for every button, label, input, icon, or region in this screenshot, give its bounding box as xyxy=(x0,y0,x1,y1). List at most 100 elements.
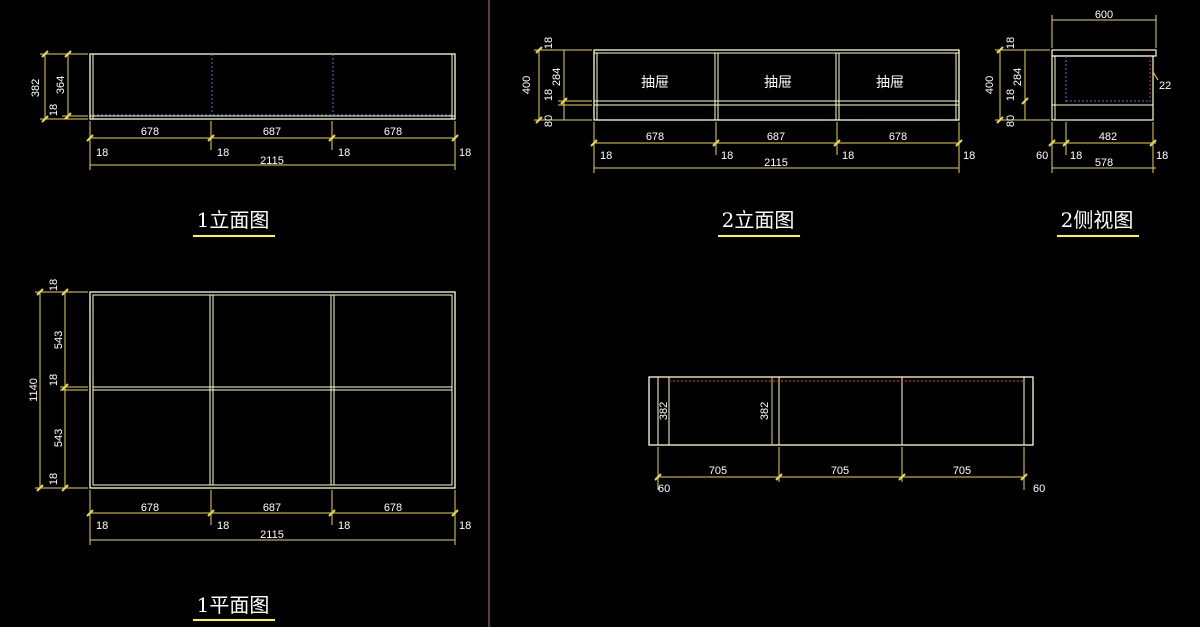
elevation-2-title: 2立面图 xyxy=(722,208,795,232)
elevation-2-height-top: 18 xyxy=(543,37,555,49)
dim-tick xyxy=(560,97,568,105)
dim-tick-group xyxy=(36,46,1157,517)
base-width: 705 xyxy=(709,465,727,477)
base-height-inner: 382 xyxy=(759,402,771,420)
leader-line xyxy=(1152,71,1159,81)
side-total: 578 xyxy=(1095,157,1113,169)
side-top-width: 600 xyxy=(1095,9,1113,21)
elevation-2-width: 687 xyxy=(767,131,785,143)
dim-tick xyxy=(328,509,336,517)
side-height-drawer: 284 xyxy=(1012,68,1024,86)
elevation-1-panel: 18 xyxy=(217,147,229,159)
plan-panel: 18 xyxy=(338,520,350,532)
plan-height-bottom: 18 xyxy=(48,473,60,485)
drawer-label: 抽屉 xyxy=(641,75,669,91)
side-height-mid: 18 xyxy=(1005,89,1017,101)
dim-tick xyxy=(654,473,662,481)
base-width: 705 xyxy=(831,465,849,477)
dim-tick xyxy=(996,46,1004,54)
dim-tick xyxy=(955,139,963,147)
dim-tick xyxy=(775,473,783,481)
elevation-1-height-base: 18 xyxy=(48,104,60,116)
base-setback: 60 xyxy=(1033,483,1045,495)
base-height-left: 382 xyxy=(658,402,670,420)
elevation-1-width: 678 xyxy=(384,126,402,138)
dim-tick xyxy=(1149,139,1157,147)
side-top-panel xyxy=(1051,49,1157,57)
dim-tick xyxy=(86,134,94,142)
dim-tick xyxy=(1062,139,1070,147)
elevation-1-height-total: 382 xyxy=(30,79,42,97)
plan-1-drawing: 1140 18 543 18 543 18 678 687 678 18 18 … xyxy=(28,279,471,621)
plan-width: 678 xyxy=(141,502,159,514)
elevation-1-total: 2115 xyxy=(260,155,284,167)
elevation-2-panel: 18 xyxy=(842,150,854,162)
dim-tick xyxy=(41,50,49,58)
base-outline xyxy=(648,376,1034,446)
plan-height-upper: 543 xyxy=(53,331,65,349)
plan-total: 2115 xyxy=(260,529,284,541)
elevation-1-drawing: 382 364 18 678 687 678 18 18 18 18 2115 … xyxy=(30,53,471,237)
plan-height-total: 1140 xyxy=(28,378,40,402)
dim-tick xyxy=(451,134,459,142)
elevation-2-width: 678 xyxy=(646,131,664,143)
elevation-2-width: 678 xyxy=(889,131,907,143)
elevation-2-drawing: 抽屉 抽屉 抽屉 400 18 284 18 80 678 687 678 18… xyxy=(521,37,975,237)
dim-tick xyxy=(1048,139,1056,147)
dim-tick xyxy=(207,509,215,517)
elevation-1-title: 1立面图 xyxy=(197,208,270,232)
elevation-2-outline xyxy=(593,49,960,121)
dim-tick xyxy=(36,288,44,296)
dim-tick xyxy=(996,116,1004,124)
dim-tick xyxy=(61,484,69,492)
plan-width: 687 xyxy=(263,502,281,514)
dim-tick xyxy=(64,50,72,58)
plan-panel: 18 xyxy=(459,520,471,532)
plan-height-top: 18 xyxy=(48,279,60,291)
dim-tick xyxy=(535,46,543,54)
elevation-1-panel: 18 xyxy=(96,147,108,159)
elevation-2-panel: 18 xyxy=(721,150,733,162)
elevation-2-panel: 18 xyxy=(963,150,975,162)
dim-tick xyxy=(207,134,215,142)
base-setback: 60 xyxy=(658,483,670,495)
dim-tick xyxy=(1021,97,1029,105)
dim-tick xyxy=(61,288,69,296)
elevation-1-height-main: 364 xyxy=(55,76,67,94)
dim-tick xyxy=(451,509,459,517)
elevation-1-width: 687 xyxy=(263,126,281,138)
elevation-1-outline xyxy=(89,53,456,120)
plan-height-lower: 543 xyxy=(53,429,65,447)
elevation-2-total: 2115 xyxy=(764,157,788,169)
plan-outline xyxy=(89,291,456,489)
base-plan-drawing: 382 382 705 705 705 60 60 xyxy=(648,376,1045,495)
plan-panel: 18 xyxy=(96,520,108,532)
dim-tick xyxy=(712,139,720,147)
side-height-base: 80 xyxy=(1005,115,1017,127)
dim-tick xyxy=(590,139,598,147)
drawer-label: 抽屉 xyxy=(764,75,792,91)
dim-tick xyxy=(1020,473,1028,481)
dim-tick xyxy=(86,509,94,517)
elevation-2-height-drawer: 284 xyxy=(551,68,563,86)
side-panel: 18 xyxy=(1070,150,1082,162)
side-view-title: 2侧视图 xyxy=(1061,208,1134,232)
elevation-2-height-base: 80 xyxy=(543,115,555,127)
dim-tick xyxy=(61,383,69,391)
plan-width: 678 xyxy=(384,502,402,514)
dim-tick xyxy=(833,139,841,147)
elevation-2-height-mid: 18 xyxy=(543,89,555,101)
elevation-1-panel: 18 xyxy=(338,147,350,159)
side-view-drawing: 600 400 18 284 18 80 22 482 60 18 18 578… xyxy=(984,9,1171,237)
dim-tick xyxy=(41,115,49,123)
side-panel: 18 xyxy=(1156,150,1168,162)
side-inner-width: 482 xyxy=(1099,131,1117,143)
side-height-total: 400 xyxy=(984,76,996,94)
side-setback: 60 xyxy=(1036,150,1048,162)
drawer-label: 抽屉 xyxy=(876,75,904,91)
dim-tick xyxy=(328,134,336,142)
side-height-top: 18 xyxy=(1005,37,1017,49)
base-width: 705 xyxy=(953,465,971,477)
plan-title: 1平面图 xyxy=(197,593,270,617)
